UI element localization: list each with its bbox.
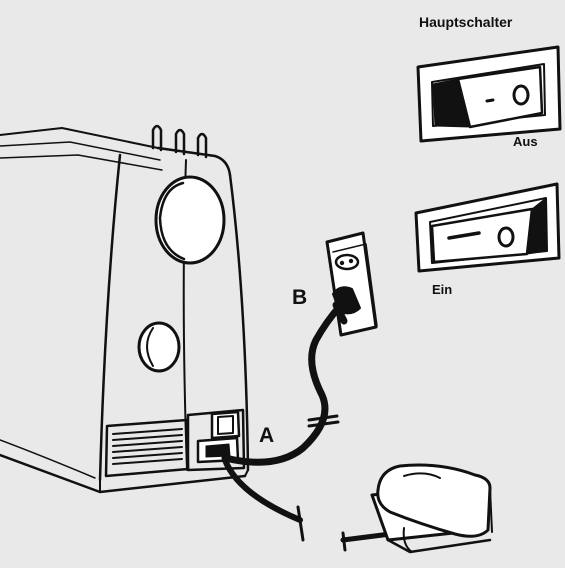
vent-grille [106, 420, 188, 476]
main-switch-on [416, 184, 559, 271]
spool-pins [153, 126, 206, 157]
handwheel [156, 177, 224, 263]
plug-label-b: B [292, 287, 307, 308]
socket-label-a: A [259, 425, 274, 446]
foot-control-cord [225, 460, 303, 540]
switch-off-label: Aus [513, 135, 538, 148]
wall-outlet [327, 233, 377, 335]
switch-on-label: Ein [432, 283, 452, 296]
stitch-knob [139, 323, 179, 371]
foot-control [343, 465, 492, 552]
main-switch-off [418, 47, 560, 141]
main-switch-title: Hauptschalter [419, 15, 512, 29]
